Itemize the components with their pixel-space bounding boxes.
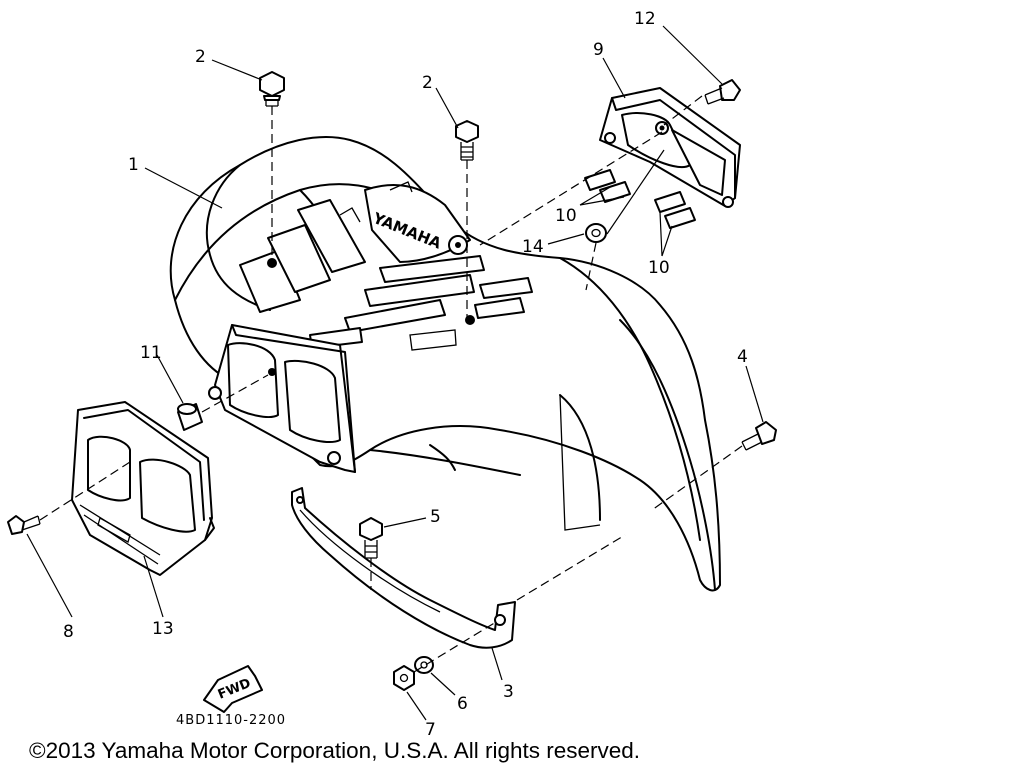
headlight-housing [208,324,356,473]
nut-7 [393,665,415,691]
callout-1: 1 [128,155,139,175]
callout-5: 5 [430,507,441,527]
copyright-notice: ©2013 Yamaha Motor Corporation, U.S.A. A… [29,738,641,763]
bolt-4 [741,421,777,451]
callout-12: 12 [634,9,656,29]
callout-11: 11 [140,343,162,363]
leader-lines [26,25,764,721]
cushion-pads [584,169,696,229]
assembly-lines [39,95,743,673]
callout-3: 3 [503,682,514,702]
grommet [585,223,607,243]
bolt-8 [7,515,41,535]
callout-10-lower: 10 [648,258,670,278]
diagram-part-code: 4BD1110-2200 [176,713,286,728]
bolt-2-left [259,71,285,107]
collar-11 [177,403,203,431]
callout-2-center: 2 [422,73,433,93]
callout-7: 7 [425,720,436,740]
callout-14: 14 [522,237,544,257]
front-fender: YAMAHA [169,136,721,592]
callout-10-upper: 10 [555,206,577,226]
bolt-5 [359,517,383,559]
callout-6: 6 [457,694,468,714]
bolt-2-center [455,120,479,161]
bolt-12 [704,79,741,105]
callout-8: 8 [63,622,74,642]
callout-9: 9 [593,40,604,60]
callout-2-left: 2 [195,47,206,67]
callout-13: 13 [152,619,174,639]
callout-4: 4 [737,347,748,367]
fwd-arrow: FWD [203,665,263,713]
headlight-bezel [71,401,215,576]
instrument-cover [599,87,741,208]
callout-numbers: 1 2 2 3 4 5 6 7 8 9 10 10 11 12 13 14 [63,9,748,740]
washer-6 [414,656,434,674]
fender-stay-bracket [291,487,516,649]
